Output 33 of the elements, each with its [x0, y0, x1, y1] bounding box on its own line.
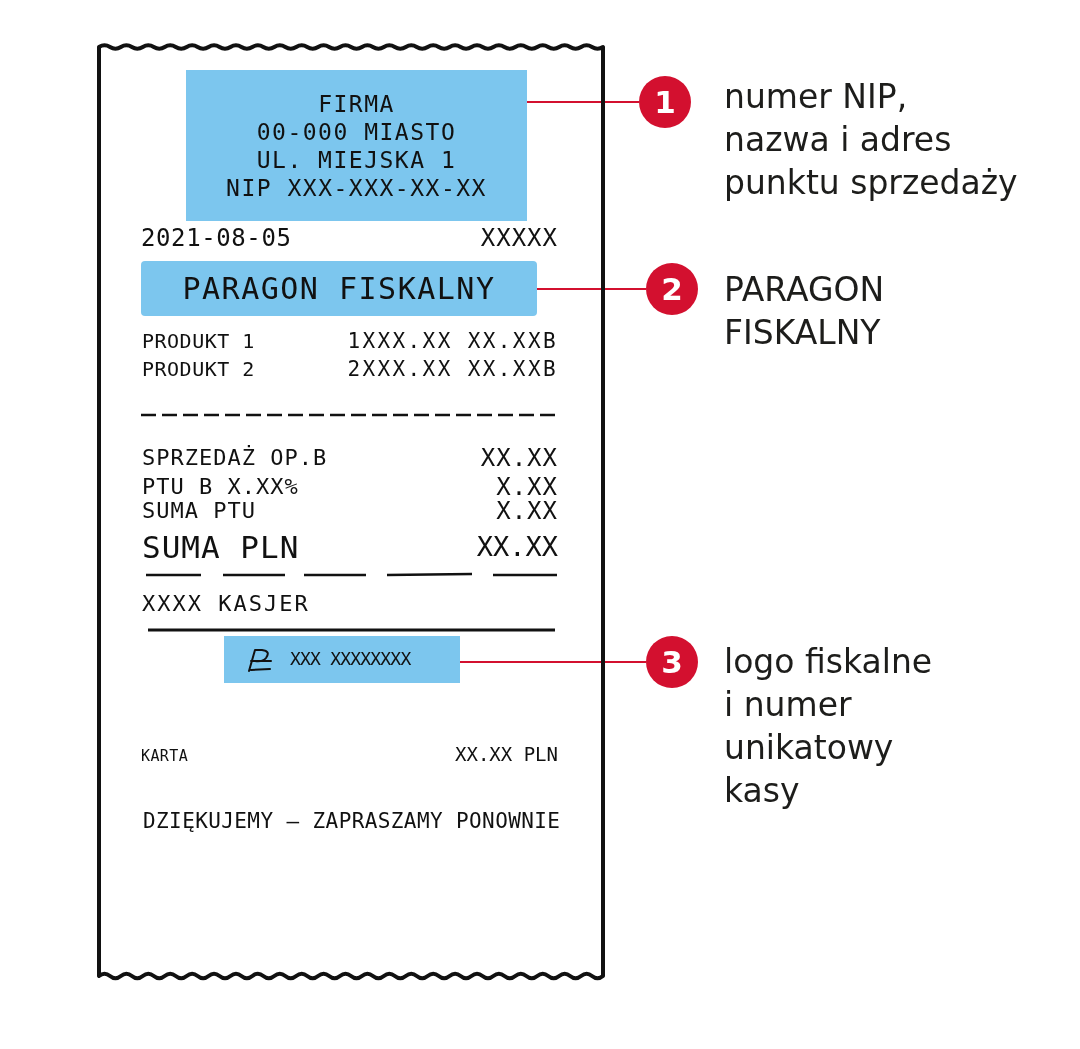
total-label: SUMA PLN: [142, 528, 300, 566]
register-number: XXX XXXXXXXX: [290, 648, 411, 670]
highlight-panel: [186, 70, 527, 221]
callout-text: PARAGON FISKALNY: [724, 269, 885, 354]
callout-text: logo fiskalne i numer unikatowy kasy: [724, 641, 933, 812]
leader-line: [526, 101, 640, 103]
receipt-number: XXXXX: [480, 223, 558, 253]
total-amount: XX.XX: [476, 531, 558, 563]
highlight-panel: [224, 636, 460, 683]
product-price: 2XXX.XX XX.XXB: [347, 356, 558, 382]
tax-rate-label: PTU B X.XX%: [142, 474, 299, 500]
callout-text: numer NIP, nazwa i adres punktu sprzedaży: [724, 76, 1018, 204]
street-address: UL. MIEJSKA 1: [256, 145, 457, 174]
payment-amount: XX.XX PLN: [455, 742, 558, 766]
product-name: PRODUKT 1: [142, 329, 255, 353]
callout-number: 3: [646, 636, 698, 688]
leader-line: [459, 661, 647, 663]
payment-method: KARTA: [141, 747, 189, 765]
product-price: 1XXX.XX XX.XXB: [347, 328, 558, 354]
leader-line: [536, 288, 647, 290]
company-name: FIRMA: [318, 89, 395, 118]
sales-amount: XX.XX: [480, 443, 558, 473]
callout-number: 1: [639, 76, 691, 128]
receipt-title: PARAGON FISKALNY: [141, 261, 537, 316]
postal-address: 00-000 MIASTO: [256, 117, 457, 146]
tax-id-number: NIP XXX-XXX-XX-XX: [226, 173, 487, 202]
product-name: PRODUKT 2: [142, 357, 255, 381]
callout-number: 2: [646, 263, 698, 315]
thank-you-note: DZIĘKUJEMY – ZAPRASZAMY PONOWNIE: [143, 808, 561, 834]
date: 2021-08-05: [141, 223, 292, 253]
sales-label: SPRZEDAŻ OP.B: [142, 445, 328, 471]
cashier-line: XXXX KASJER: [142, 591, 310, 617]
tax-total-label: SUMA PTU: [142, 498, 256, 524]
